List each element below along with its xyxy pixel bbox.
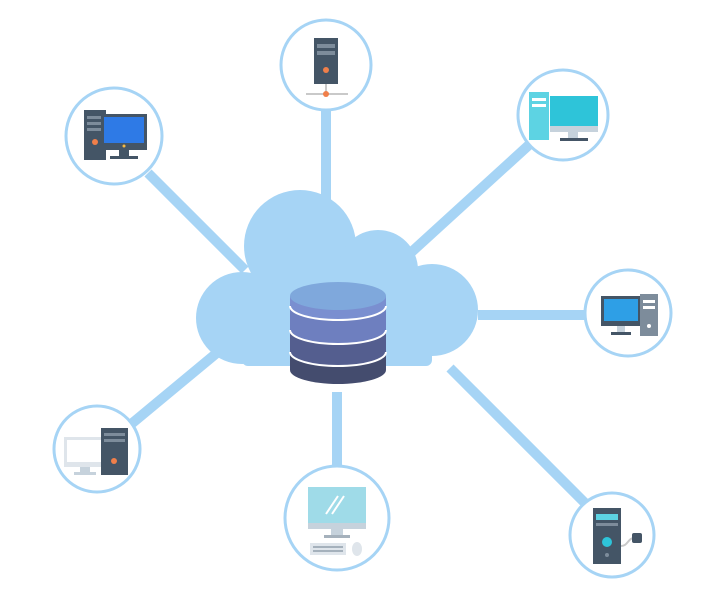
node-bottom-left-desktop[interactable] [52, 404, 142, 494]
node-right-desktop[interactable] [583, 268, 673, 358]
connector-bottom-left [126, 348, 222, 429]
workstation-icon [308, 487, 366, 556]
node-top-server[interactable] [279, 18, 373, 112]
connector-top-right [401, 140, 534, 262]
connector-bottom-right [446, 364, 594, 512]
node-top-right-desktop[interactable] [516, 68, 610, 162]
database-icon [289, 282, 387, 384]
desktop-computer-icon [529, 92, 598, 141]
desktop-computer-icon [64, 428, 128, 475]
node-bottom-workstation[interactable] [283, 464, 391, 572]
desktop-computer-icon [601, 294, 658, 336]
desktop-computer-icon [84, 110, 147, 160]
connectors [126, 100, 594, 512]
network-server-icon [306, 38, 348, 97]
connector-top-left [144, 169, 249, 274]
computer-tower-icon [593, 508, 642, 564]
node-bottom-right-tower[interactable] [568, 491, 656, 579]
node-top-left-desktop[interactable] [64, 86, 164, 186]
